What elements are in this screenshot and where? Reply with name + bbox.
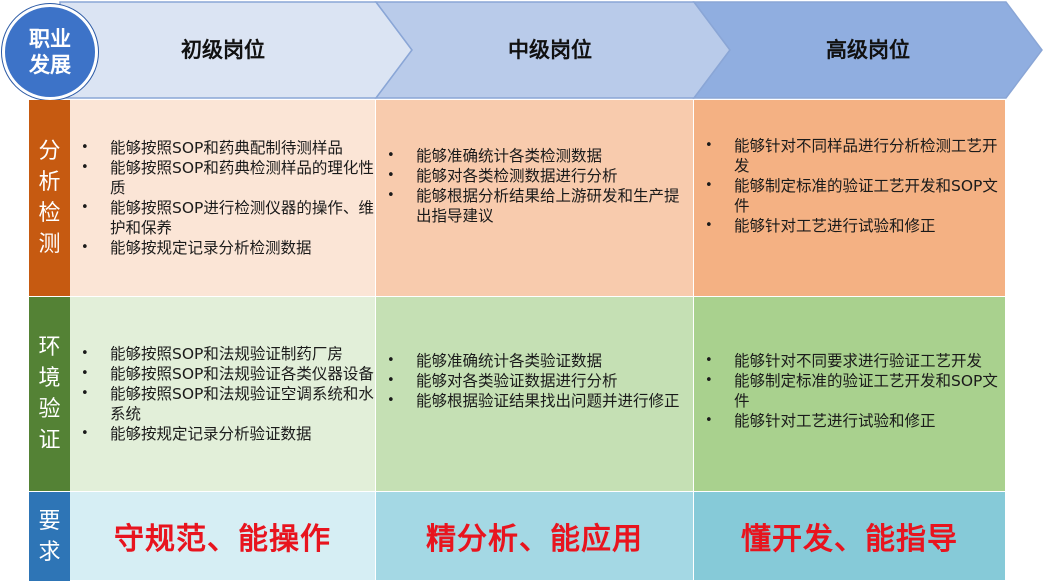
cell-validation-senior: 能够针对不同要求进行验证工艺开发 能够制定标准的验证工艺开发和SOP文件 能够针… xyxy=(694,297,1006,492)
list-item: 能够针对不同样品进行分析检测工艺开发 xyxy=(694,136,1005,176)
list-item: 能够针对工艺进行试验和修正 xyxy=(694,411,1005,431)
requirement-senior: 懂开发、能指导 xyxy=(694,492,1006,581)
list-item: 能够按规定记录分析验证数据 xyxy=(70,424,375,444)
list-item: 能够针对不同要求进行验证工艺开发 xyxy=(694,351,1005,371)
list-item: 能够准确统计各类验证数据 xyxy=(376,351,680,371)
cell-validation-middle: 能够准确统计各类验证数据 能够对各类验证数据进行分析 能够根据验证结果找出问题并… xyxy=(376,297,694,492)
career-development-badge: 职业发展 xyxy=(2,4,98,100)
career-development-label: 职业发展 xyxy=(29,27,71,77)
row-label-analysis: 分析检测 xyxy=(29,100,70,296)
row-label-requirement: 要求 xyxy=(29,492,70,581)
row-label-requirement-text: 要求 xyxy=(38,508,61,565)
cell-analysis-middle: 能够准确统计各类检测数据 能够对各类检测数据进行分析 能够根据分析结果给上游研发… xyxy=(376,100,694,297)
header-chevrons xyxy=(59,1,1043,99)
list-item: 能够按照SOP和药典检测样品的理化性质 xyxy=(70,158,375,198)
list-item: 能够按规定记录分析检测数据 xyxy=(70,238,375,258)
list-item: 能够准确统计各类检测数据 xyxy=(376,146,693,166)
list-item: 能够对各类检测数据进行分析 xyxy=(376,166,693,186)
list-item: 能够按照SOP和药典配制待测样品 xyxy=(70,138,375,158)
cell-validation-junior: 能够按照SOP和法规验证制药厂房 能够按照SOP和法规验证各类仪器设备 能够按照… xyxy=(70,297,376,492)
cell-analysis-middle-list: 能够准确统计各类检测数据 能够对各类检测数据进行分析 能够根据分析结果给上游研发… xyxy=(376,146,693,226)
list-item: 能够制定标准的验证工艺开发和SOP文件 xyxy=(694,371,1005,411)
cell-analysis-junior-list: 能够按照SOP和药典配制待测样品 能够按照SOP和药典检测样品的理化性质 能够按… xyxy=(70,138,375,258)
list-item: 能够按照SOP和法规验证空调系统和水系统 xyxy=(70,384,375,424)
column-header-senior: 高级岗位 xyxy=(826,38,910,62)
list-item: 能够根据验证结果找出问题并进行修正 xyxy=(376,391,680,411)
column-header-junior: 初级岗位 xyxy=(181,38,265,62)
requirement-junior: 守规范、能操作 xyxy=(70,492,376,581)
cell-validation-middle-list: 能够准确统计各类验证数据 能够对各类验证数据进行分析 能够根据验证结果找出问题并… xyxy=(376,351,680,411)
cell-analysis-senior-list: 能够针对不同样品进行分析检测工艺开发 能够制定标准的验证工艺开发和SOP文件 能… xyxy=(694,136,1005,236)
row-label-validation-text: 环境验证 xyxy=(38,335,61,453)
list-item: 能够针对工艺进行试验和修正 xyxy=(694,216,1005,236)
cell-analysis-junior: 能够按照SOP和药典配制待测样品 能够按照SOP和药典检测样品的理化性质 能够按… xyxy=(70,100,376,297)
row-label-analysis-text: 分析检测 xyxy=(38,139,61,257)
cell-validation-senior-list: 能够针对不同要求进行验证工艺开发 能够制定标准的验证工艺开发和SOP文件 能够针… xyxy=(694,351,1005,431)
column-header-middle: 中级岗位 xyxy=(508,38,592,62)
cell-validation-junior-list: 能够按照SOP和法规验证制药厂房 能够按照SOP和法规验证各类仪器设备 能够按照… xyxy=(70,344,375,444)
list-item: 能够按照SOP和法规验证各类仪器设备 xyxy=(70,364,375,384)
cell-analysis-senior: 能够针对不同样品进行分析检测工艺开发 能够制定标准的验证工艺开发和SOP文件 能… xyxy=(694,100,1006,297)
row-label-validation: 环境验证 xyxy=(29,297,70,491)
requirement-middle: 精分析、能应用 xyxy=(376,492,694,581)
list-item: 能够制定标准的验证工艺开发和SOP文件 xyxy=(694,176,1005,216)
list-item: 能够根据分析结果给上游研发和生产提出指导建议 xyxy=(376,186,693,226)
list-item: 能够对各类验证数据进行分析 xyxy=(376,371,680,391)
list-item: 能够按照SOP和法规验证制药厂房 xyxy=(70,344,375,364)
chevron-senior xyxy=(692,1,1043,99)
list-item: 能够按照SOP进行检测仪器的操作、维护和保养 xyxy=(70,198,375,238)
